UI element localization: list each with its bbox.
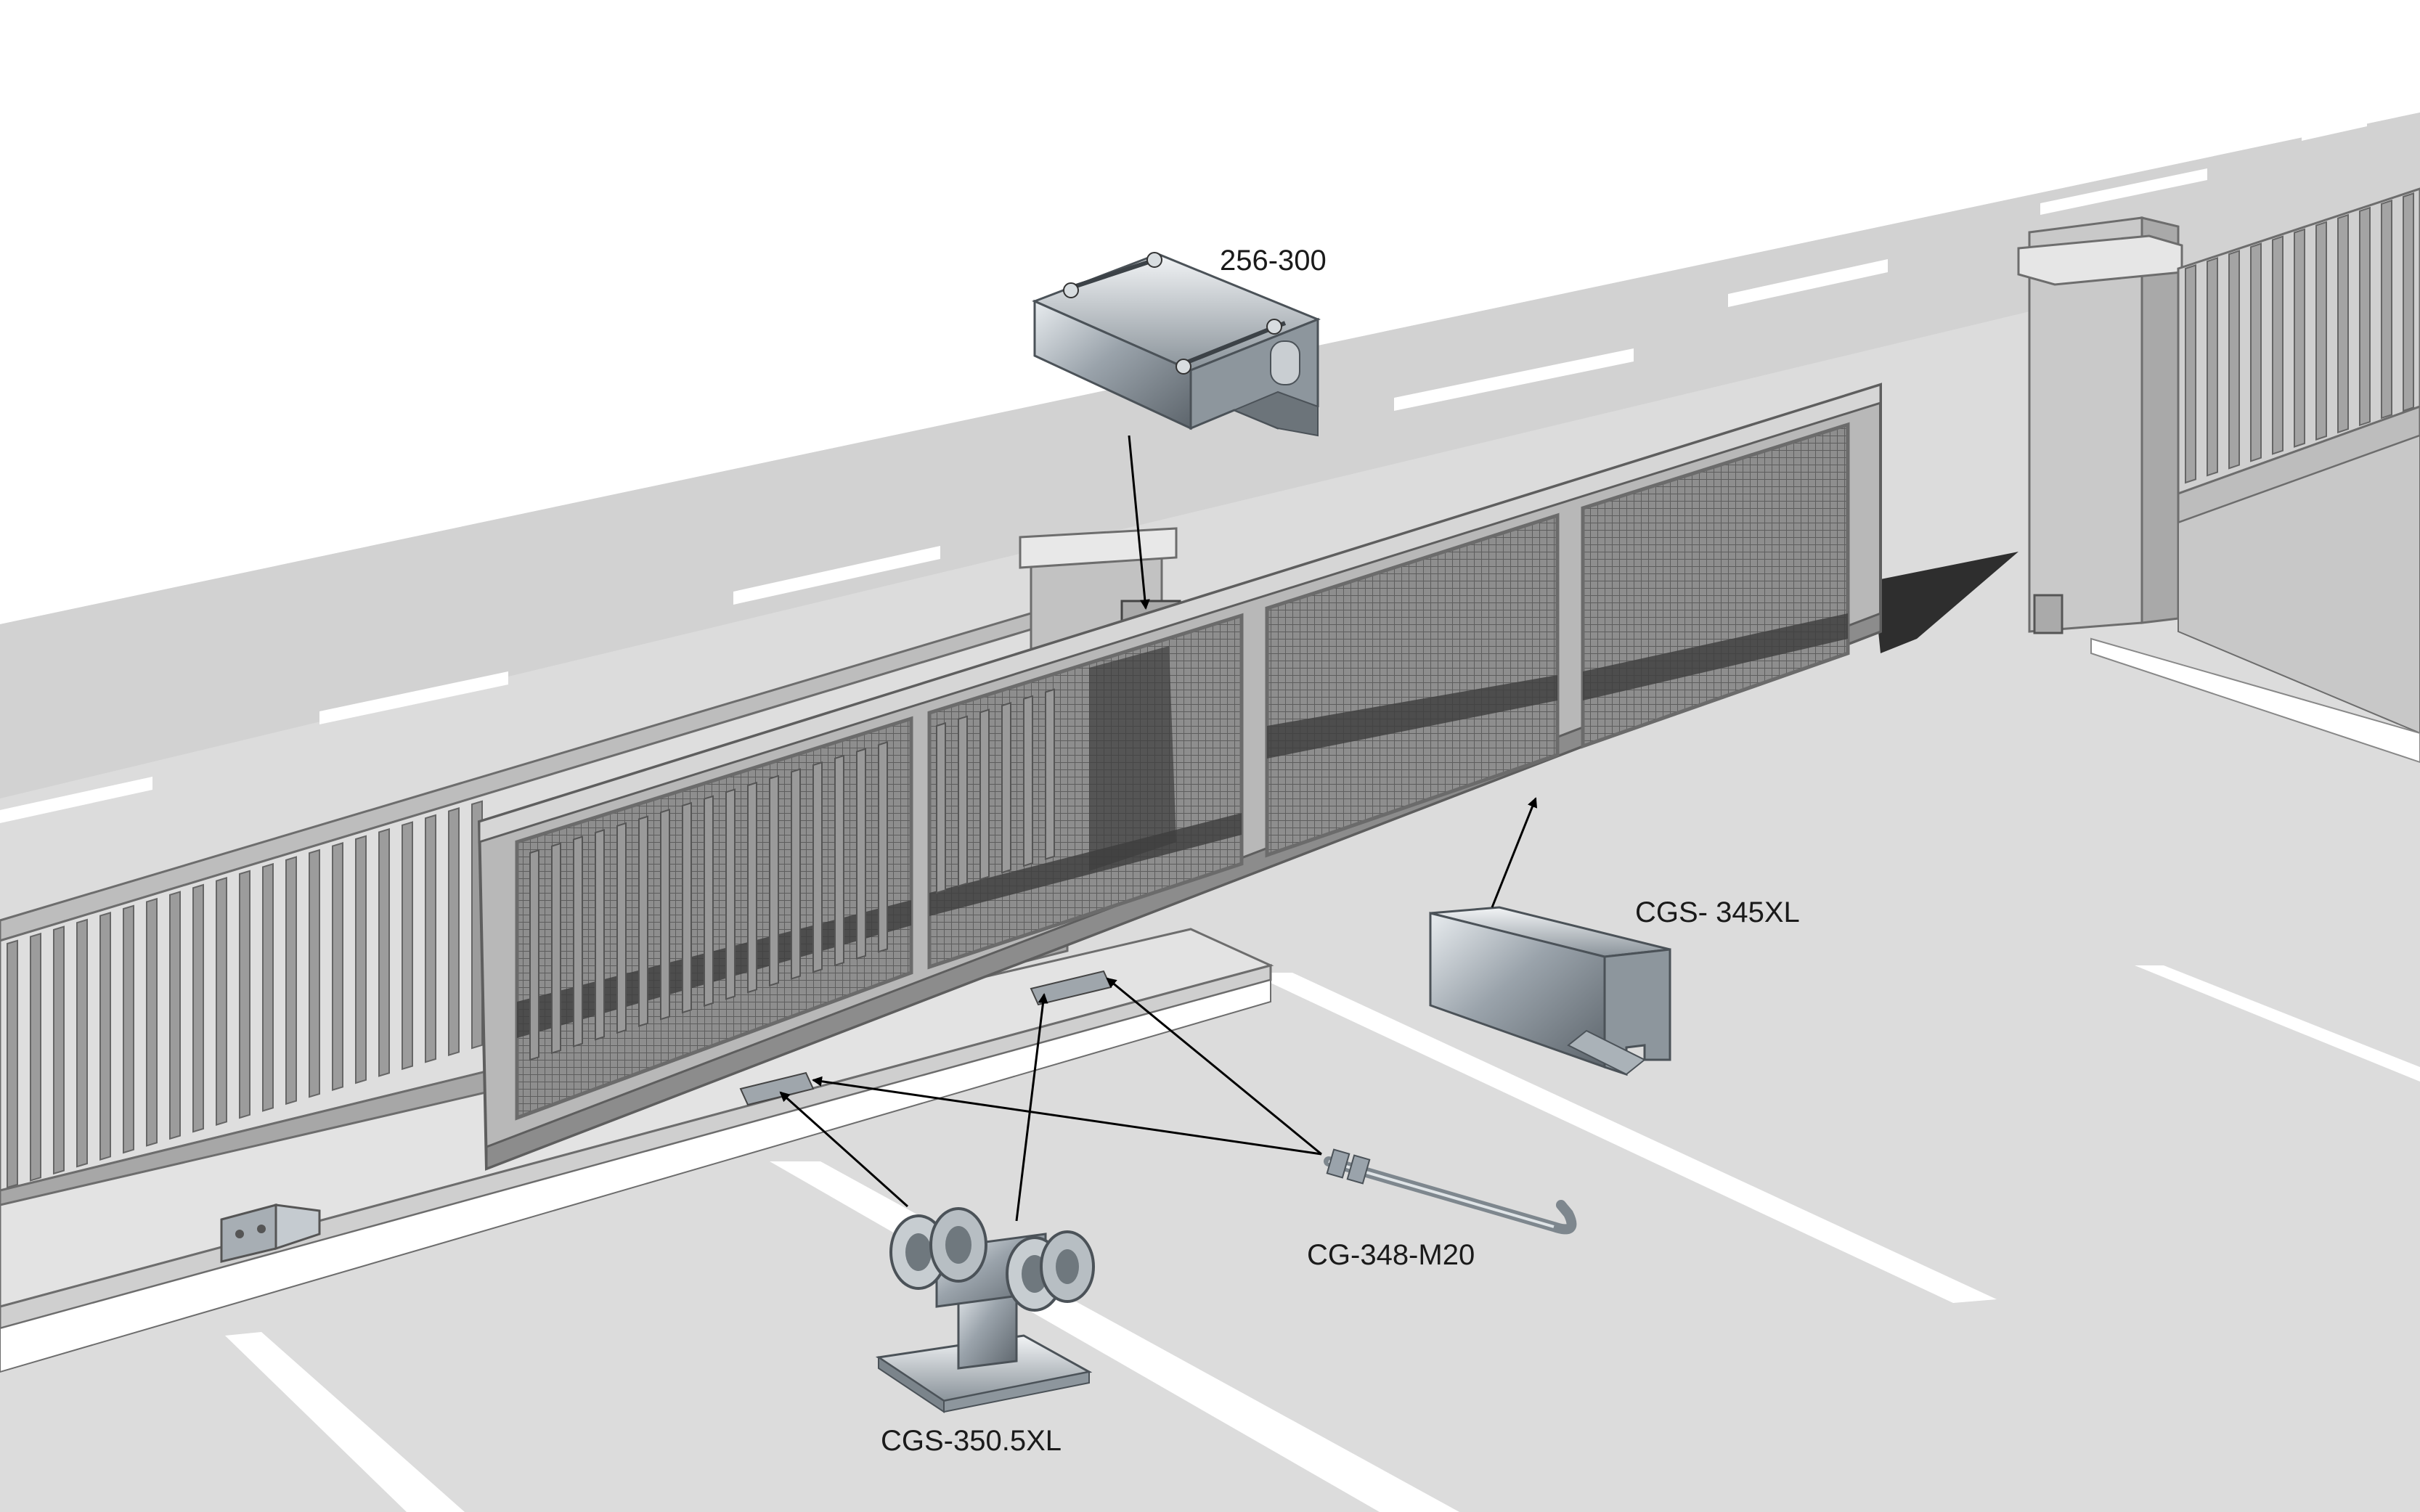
steel-u-rail-icon [1429,906,1671,1076]
leader-lines [779,435,1538,1222]
gate-visible-fence-bars [529,688,1055,1061]
foundation-bracket [220,1204,321,1263]
roller-carriage-icon [875,1207,1095,1413]
guide-roller-bracket-icon [1032,252,1321,437]
right-gate-pillar [2017,216,2183,634]
gate-carriage-mounts [739,970,1112,1106]
right-fence-bars [2185,192,2414,484]
left-fence-bars [7,800,483,1189]
label-anchor-bolt: CG-348-M20 [1307,1239,1475,1271]
label-rail-profile: CGS- 345XL [1635,896,1800,928]
road-center-markings [0,116,2367,823]
hook-anchor-bolt-icon [1324,1148,1577,1235]
label-guide-roller: 256-300 [1220,245,1327,277]
label-carriage: CGS-350.5XL [881,1425,1062,1457]
